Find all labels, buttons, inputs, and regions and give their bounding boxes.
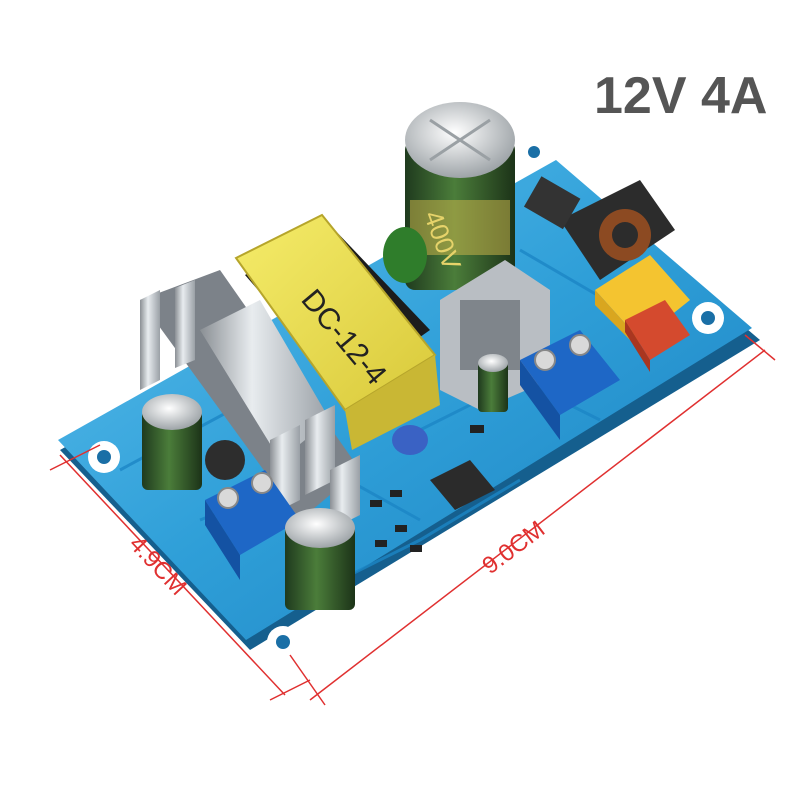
output-capacitor-left: [142, 394, 202, 490]
mounting-holes: [88, 138, 724, 658]
mounting-hole: [520, 138, 548, 166]
regulator-chip: [523, 176, 581, 230]
main-capacitor: 400V: [405, 102, 515, 290]
dimension-width: [49, 444, 311, 701]
inductor: [205, 440, 245, 480]
mounting-hole: [88, 441, 120, 473]
heatsink: [140, 270, 360, 530]
output-capacitor-bottom: [285, 508, 355, 610]
length-label: 9.0CM: [477, 516, 550, 580]
mounting-hole: [267, 626, 299, 658]
smd-components: [370, 425, 484, 552]
green-capacitor: [383, 227, 427, 283]
y-capacitor: [392, 425, 428, 455]
product-title: 12V 4A: [594, 67, 768, 125]
dimension-length: [289, 334, 776, 706]
optocoupler: [430, 460, 495, 510]
common-mode-choke: [560, 180, 675, 280]
mounting-hole: [692, 302, 724, 334]
red-capacitor: [625, 300, 690, 372]
output-terminal-block: [205, 470, 300, 580]
transformer: DC-12-4: [234, 213, 440, 450]
small-capacitor: [478, 354, 508, 412]
input-terminal-block: [520, 330, 620, 440]
